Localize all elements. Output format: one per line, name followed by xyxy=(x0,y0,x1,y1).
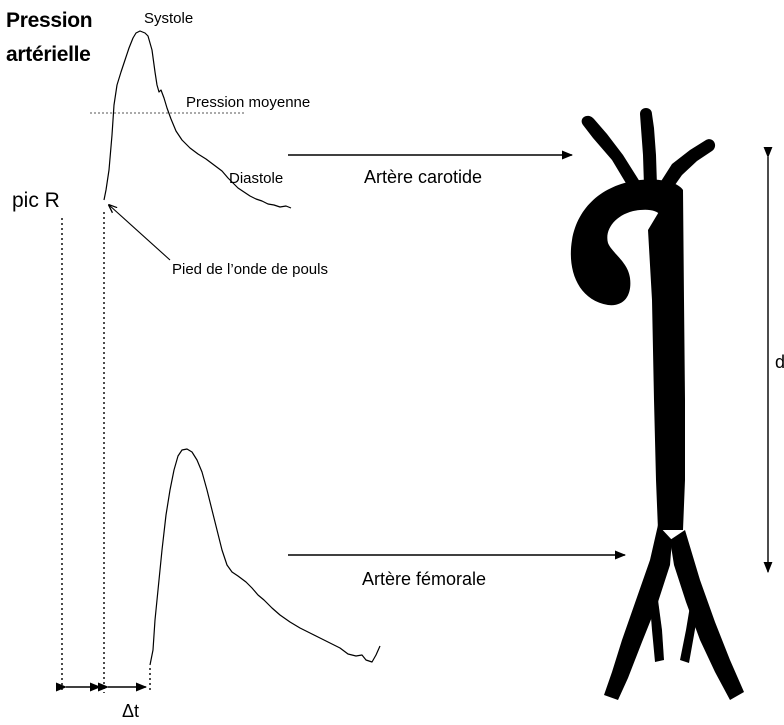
carotid-label: Artère carotide xyxy=(364,167,483,187)
title-line-1: Pression xyxy=(6,9,93,32)
foot-label: Pied de l’onde de pouls xyxy=(172,261,328,278)
femoral-label: Artère fémorale xyxy=(362,569,487,589)
delta-t-label: Δt xyxy=(122,701,140,721)
carotid-pressure-wave xyxy=(103,30,292,209)
femoral-pressure-wave xyxy=(149,448,381,666)
mean-pressure-label: Pression moyenne xyxy=(186,94,311,111)
title-line-2: artérielle xyxy=(6,43,91,66)
aorta-silhouette xyxy=(570,108,744,700)
systole-label: Systole xyxy=(144,10,194,27)
r-peak-label: pic R xyxy=(12,189,60,212)
distance-label: d xyxy=(775,352,784,372)
foot-pointer-arrow xyxy=(109,205,171,261)
diastole-label: Diastole xyxy=(229,170,284,187)
